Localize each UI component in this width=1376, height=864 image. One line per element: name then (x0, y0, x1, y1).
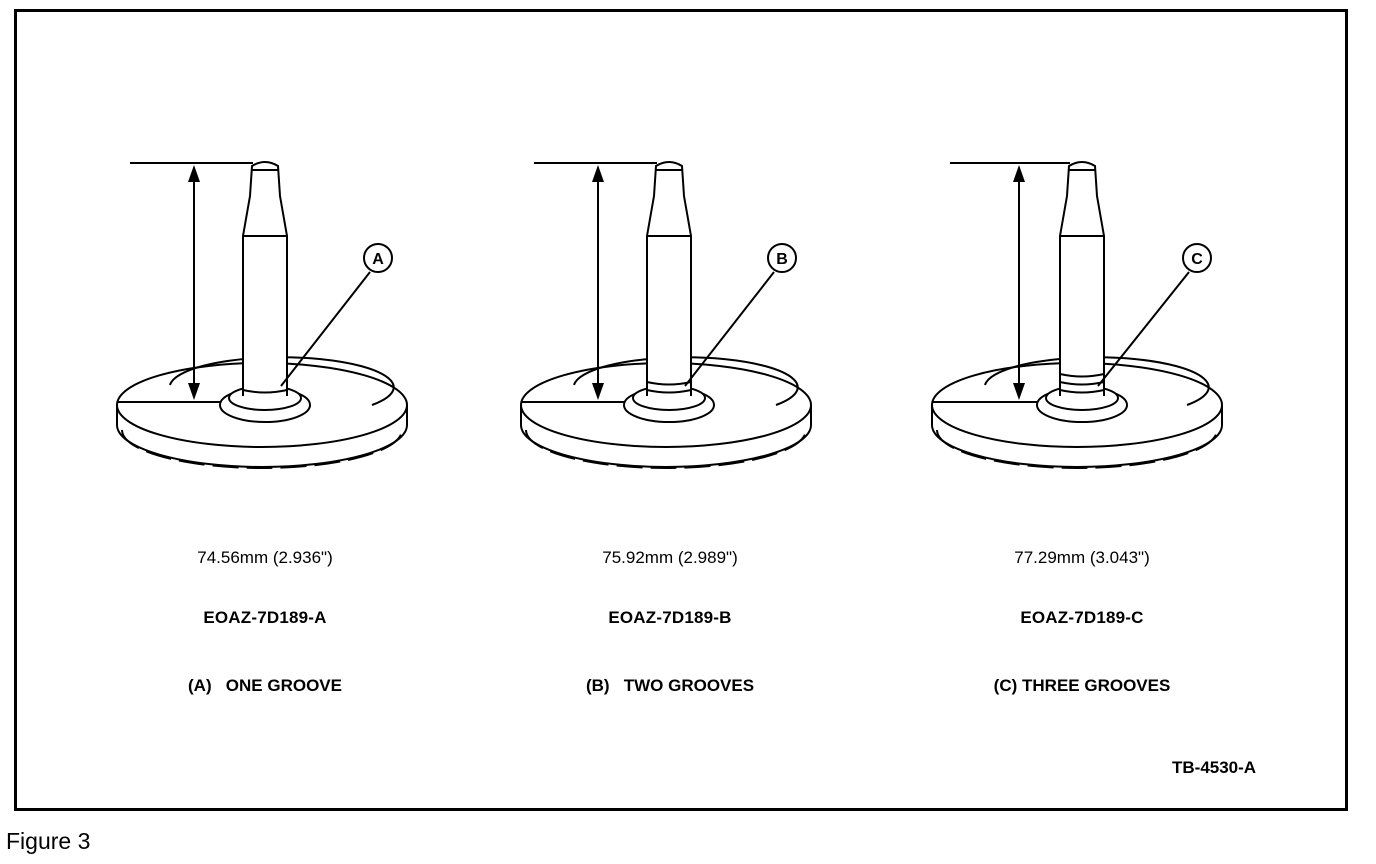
callout-leader (684, 271, 775, 387)
panel-a-description: (A) ONE GROOVE (115, 676, 415, 696)
dimension-arrow-bottom (1013, 383, 1025, 400)
panel-a-dimension: 74.56mm (2.936") (197, 548, 333, 567)
callout-leader (280, 271, 371, 387)
panel-b-description: (B) TWO GROOVES (520, 676, 820, 696)
shaft-groove (242, 389, 288, 394)
dimension-arrow-top (592, 165, 604, 182)
figure-caption: Figure 3 (6, 828, 91, 854)
reference-code: TB-4530-A (1172, 758, 1257, 777)
panel-a-letter: (A) (188, 676, 212, 695)
disc-inner-ring (169, 356, 395, 406)
callout-letter: A (372, 251, 384, 268)
dimension-arrow-bottom (188, 383, 200, 400)
shaft-body (242, 161, 288, 396)
callout-letter: B (776, 251, 788, 268)
shaft-body (646, 161, 692, 396)
shaft-illustration-a: A (116, 161, 408, 469)
panel-c-part-number: EOAZ-7D189-C (1020, 608, 1144, 627)
shaft-groove (1059, 389, 1105, 394)
shaft-body (1059, 161, 1105, 396)
dimension-arrow-top (188, 165, 200, 182)
panel-a-groove-label: ONE GROOVE (225, 676, 342, 695)
callout-leader (1097, 271, 1190, 387)
disc-rim-hidden-line (121, 429, 403, 469)
callout-circle (363, 243, 393, 273)
callout-circle (1182, 243, 1212, 273)
panel-b-dimension: 75.92mm (2.989") (602, 548, 738, 567)
dimension-arrow-top (1013, 165, 1025, 182)
panel-a-part-number: EOAZ-7D189-A (203, 608, 327, 627)
shaft-illustration-b: B (520, 161, 812, 469)
shaft-groove (1059, 373, 1105, 378)
callout-letter: C (1191, 251, 1203, 268)
callout-circle (767, 243, 797, 273)
disc-inner-ring (984, 356, 1210, 406)
disc-rim-hidden-line (525, 429, 807, 469)
disc-rim-hidden-line (936, 429, 1218, 469)
dimension-arrow-bottom (592, 383, 604, 400)
panel-b-groove-label: TWO GROOVES (623, 676, 755, 695)
figure-frame (14, 9, 1348, 811)
panel-c-groove-label: THREE GROOVES (1022, 676, 1171, 695)
panel-c-dimension: 77.29mm (3.043") (1014, 548, 1150, 567)
panel-c-description: (C) THREE GROOVES (932, 676, 1232, 696)
disc-inner-ring (573, 356, 799, 406)
panel-b-part-number: EOAZ-7D189-B (608, 608, 732, 627)
shaft-groove (646, 389, 692, 394)
panel-c-letter: (C) (993, 676, 1018, 695)
shaft-illustration-c: C (931, 161, 1223, 469)
panel-b-letter: (B) (585, 676, 610, 695)
